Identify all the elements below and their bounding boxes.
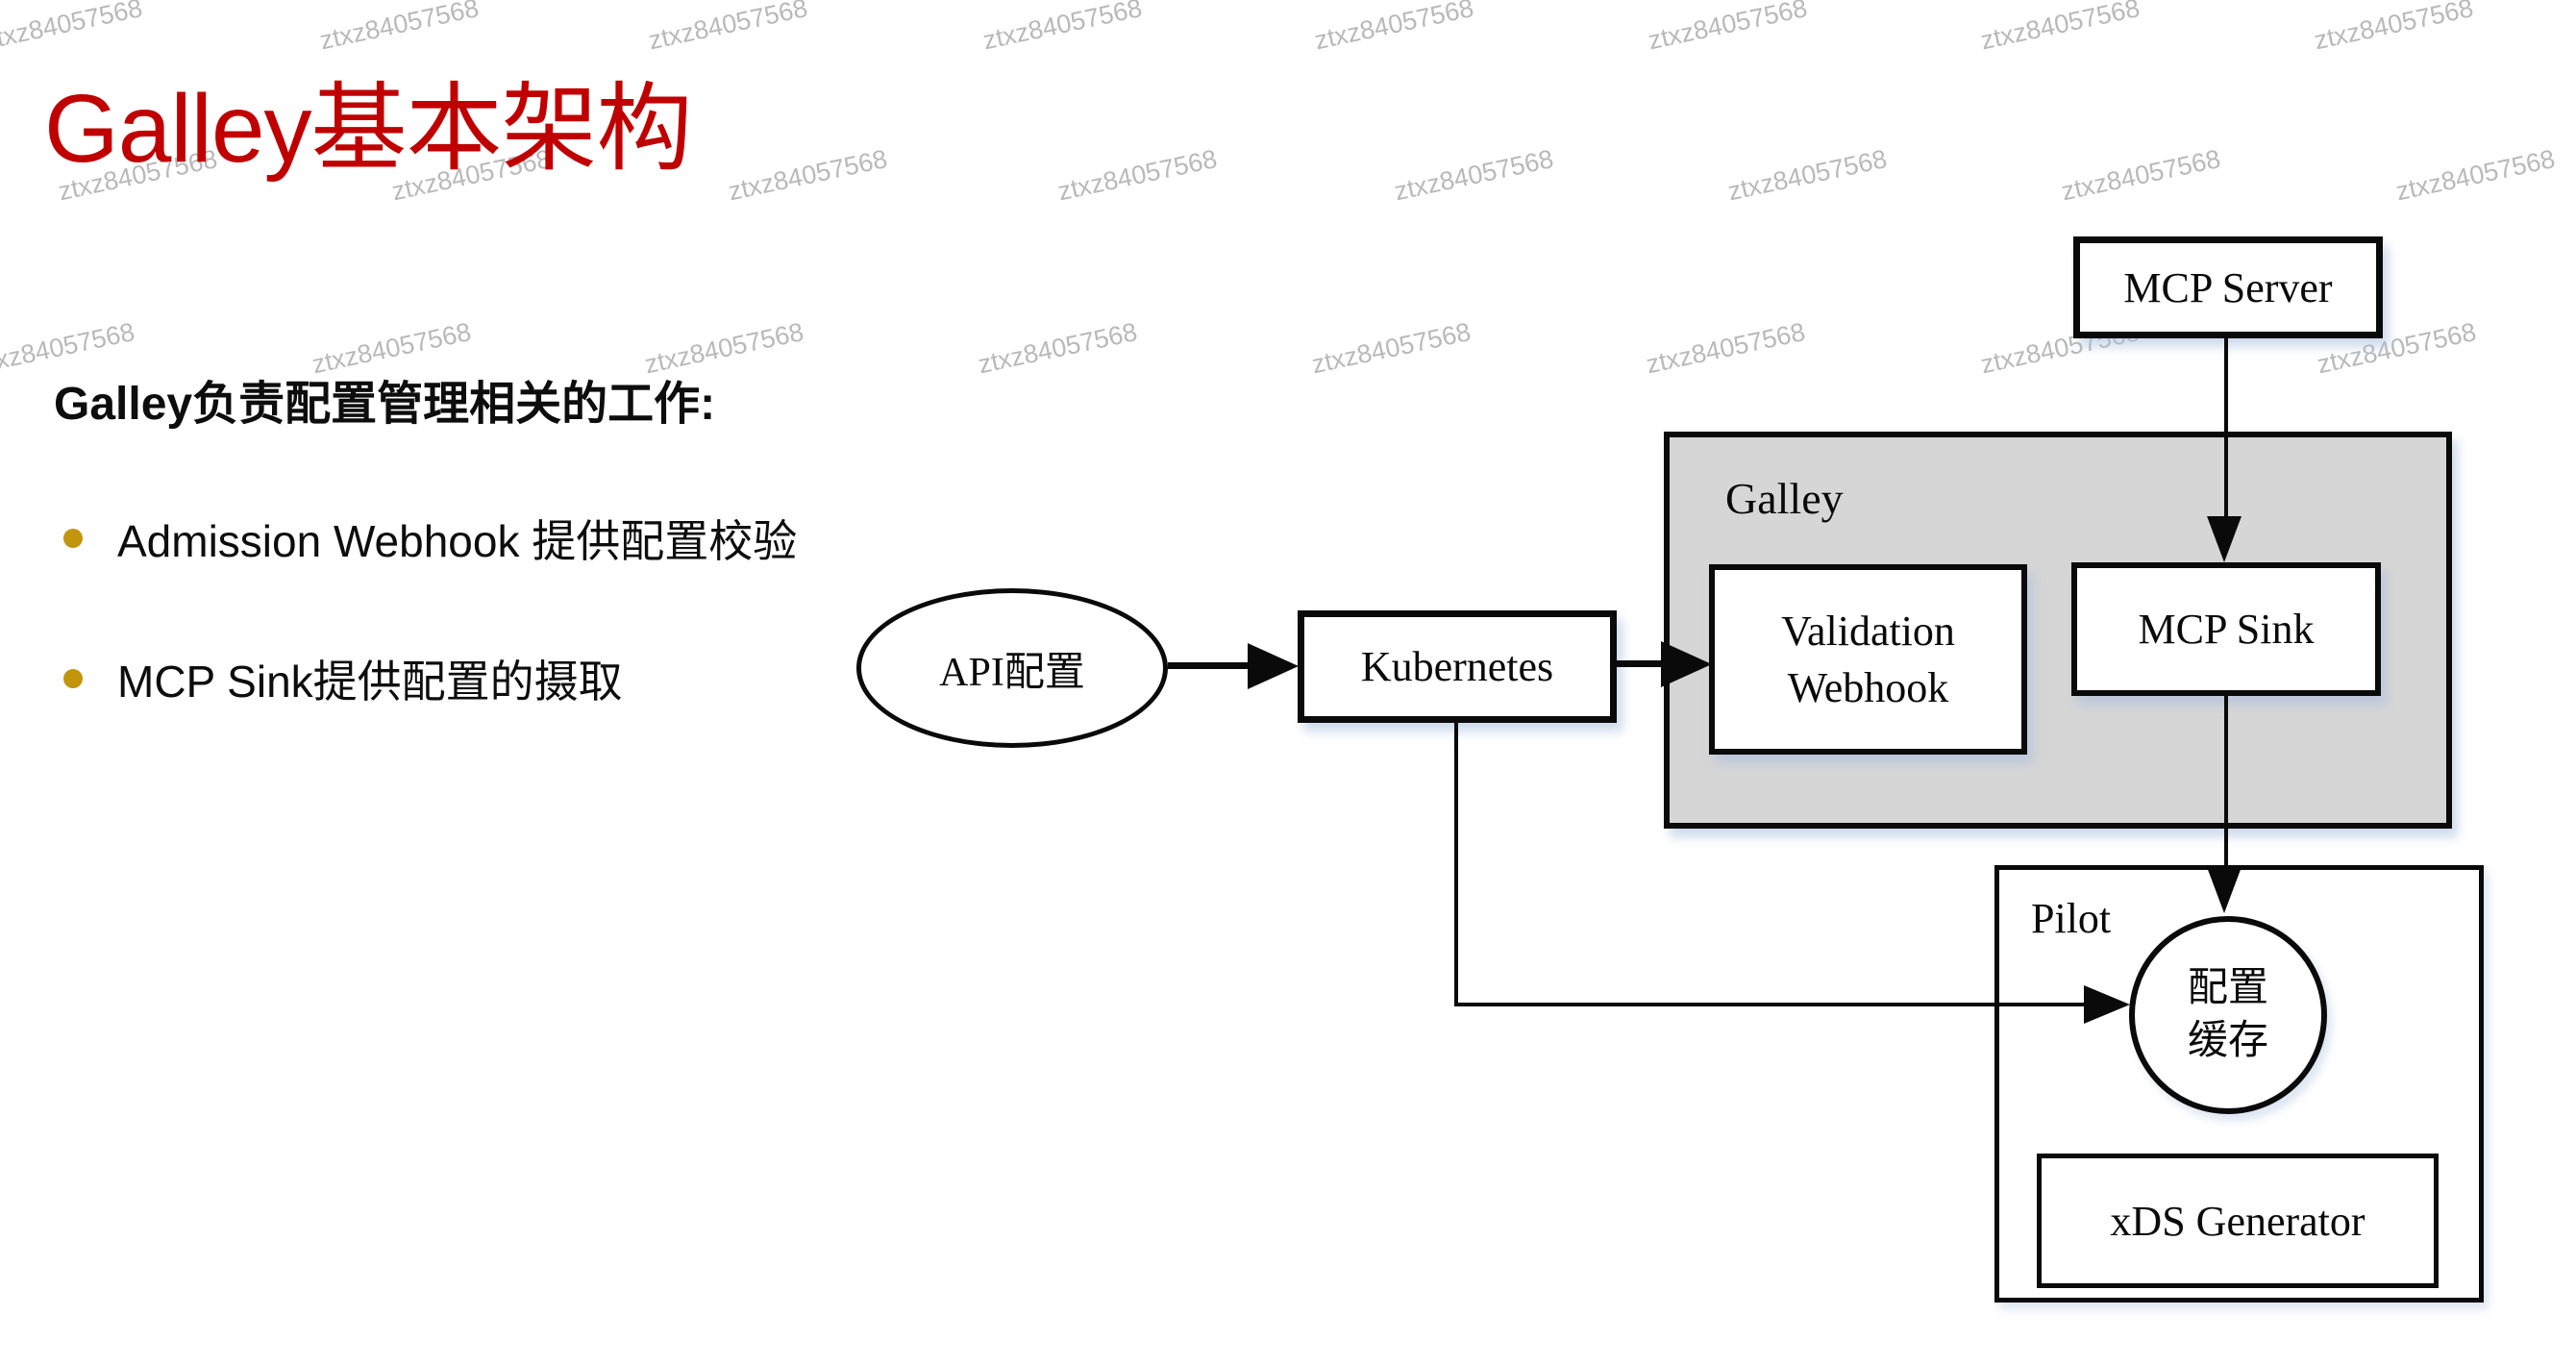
bullet-item-1: Admission Webhook 提供配置校验 — [63, 508, 797, 569]
arrow-mcpserver-to-mcpsink-head — [2207, 516, 2242, 562]
watermark-text: ztxz84057568 — [1312, 0, 1476, 56]
config-cache-line1: 配置 — [2187, 966, 2268, 1011]
kubernetes-box: Kubernetes — [1298, 610, 1617, 723]
connector-kubernetes-to-config-cache-head — [2084, 985, 2130, 1024]
api-config-ellipse: API配置 — [856, 588, 1168, 748]
watermark-text: ztxz84057568 — [317, 0, 482, 56]
page-title: Galley基本架构 — [44, 75, 692, 183]
config-cache-line2: 缓存 — [2187, 1019, 2268, 1063]
xds-generator-box: xDS Generator — [2037, 1154, 2439, 1288]
arrow-mcpsink-to-config-cache-head — [2207, 867, 2242, 913]
watermark-text: ztxz84057568 — [646, 0, 810, 56]
mcp-server-box: MCP Server — [2073, 236, 2383, 338]
mcp-sink-box: MCP Sink — [2071, 562, 2381, 696]
arrow-api-to-kubernetes-shaft — [1168, 662, 1251, 669]
watermark-text: ztxz84057568 — [726, 144, 890, 207]
connector-kubernetes-down-segment — [1454, 723, 1458, 1006]
bullet-dot — [63, 529, 83, 548]
watermark-text: ztxz84057568 — [1309, 317, 1474, 380]
arrow-api-to-kubernetes-head — [1248, 643, 1299, 689]
validation-webhook-box: Validation Webhook — [1709, 564, 2027, 755]
watermark-text: ztxz84057568 — [1392, 144, 1556, 207]
watermark-text: ztxz84057568 — [1644, 317, 1808, 380]
galley-group-label: Galley — [1725, 474, 1844, 523]
bullet-text: Admission Webhook 提供配置校验 — [117, 516, 798, 566]
arrow-mcpserver-to-mcpsink-shaft — [2224, 338, 2228, 517]
watermark-text: ztxz84057568 — [1646, 0, 1810, 56]
arrow-kubernetes-to-validation-head — [1661, 641, 1712, 687]
validation-webhook-line2: Webhook — [1787, 664, 1949, 711]
watermark-text: ztxz84057568 — [1725, 144, 1890, 207]
pilot-group-label: Pilot — [2031, 895, 2112, 942]
watermark-text: ztxz84057568 — [2059, 144, 2223, 207]
bullet-dot — [63, 669, 83, 688]
watermark-text: ztxz84057568 — [976, 317, 1140, 380]
intro-heading: Galley负责配置管理相关的工作: — [54, 379, 716, 430]
watermark-text: ztxz84057568 — [1978, 0, 2143, 56]
validation-webhook-line1: Validation — [1781, 607, 1955, 655]
watermark-text: ztxz84057568 — [980, 0, 1145, 56]
watermark-text: ztxz84057568 — [2393, 144, 2558, 207]
watermark-text: ztxz84057568 — [1055, 144, 1220, 207]
bullet-text: MCP Sink提供配置的摄取 — [117, 657, 623, 707]
connector-kubernetes-right-segment — [1454, 1003, 2084, 1006]
bullet-item-2: MCP Sink提供配置的摄取 — [63, 648, 623, 709]
watermark-text: ztxz84057568 — [0, 0, 145, 56]
arrow-mcpsink-to-config-cache-shaft — [2224, 696, 2228, 869]
watermark-text: ztxz84057568 — [2312, 0, 2476, 56]
arrow-kubernetes-to-validation-shaft — [1617, 660, 1663, 667]
config-cache-circle: 配置 缓存 — [2129, 916, 2327, 1114]
